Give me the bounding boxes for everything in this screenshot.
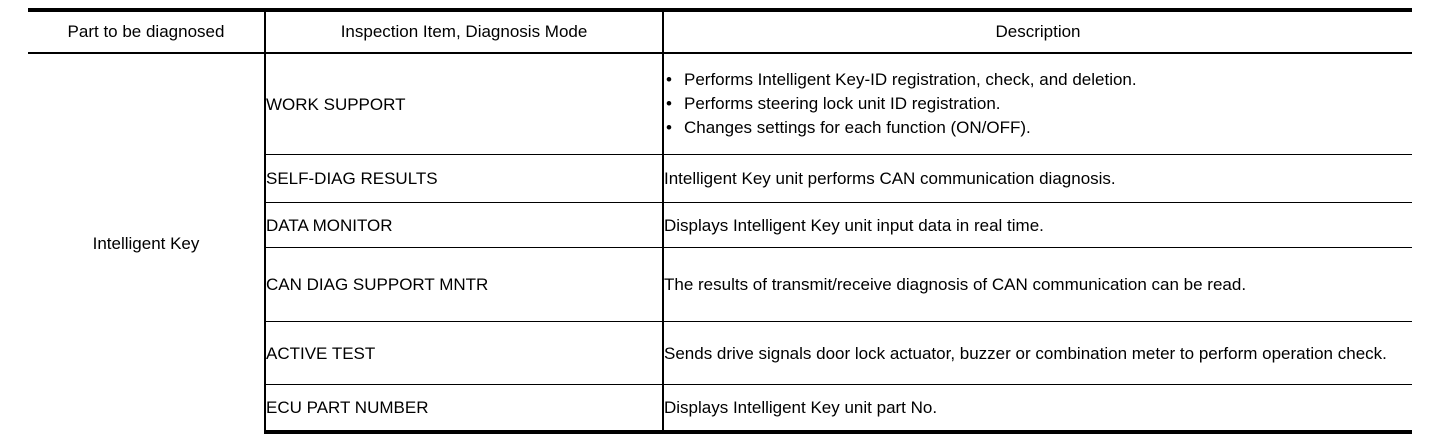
mode-cell-active-test: ACTIVE TEST	[264, 321, 664, 385]
table-row: CAN DIAG SUPPORT MNTR The results of tra…	[28, 247, 1412, 322]
diagnosis-mode-table: Part to be diagnosed Inspection Item, Di…	[28, 8, 1412, 434]
bullet-point-icon: •	[666, 70, 672, 89]
table-row: ECU PART NUMBER Displays Intelligent Key…	[28, 384, 1412, 434]
list-item: • Performs Intelligent Key-ID registrati…	[664, 68, 1412, 92]
bullet-point-icon: •	[666, 94, 672, 113]
description-bullet-list: • Performs Intelligent Key-ID registrati…	[664, 68, 1412, 140]
table-row: ACTIVE TEST Sends drive signals door loc…	[28, 321, 1412, 385]
column-header-description: Description	[663, 8, 1412, 54]
list-item: • Changes settings for each function (ON…	[664, 116, 1412, 140]
bullet-point-icon: •	[666, 118, 672, 137]
mode-cell-ecu-part-number: ECU PART NUMBER	[264, 384, 664, 434]
table-row: SELF-DIAG RESULTS Intelligent Key unit p…	[28, 154, 1412, 203]
description-cell-self-diag-results: Intelligent Key unit performs CAN commun…	[663, 154, 1412, 203]
description-cell-active-test: Sends drive signals door lock actuator, …	[663, 321, 1412, 385]
column-header-mode: Inspection Item, Diagnosis Mode	[265, 8, 663, 54]
bullet-text: Changes settings for each function (ON/O…	[684, 118, 1031, 137]
table-row: Intelligent Key WORK SUPPORT • Performs …	[28, 53, 1412, 253]
mode-cell-can-diag-support-mntr: CAN DIAG SUPPORT MNTR	[264, 247, 664, 322]
mode-cell-data-monitor: DATA MONITOR	[264, 202, 664, 248]
list-item: • Performs steering lock unit ID registr…	[664, 92, 1412, 116]
description-cell-ecu-part-number: Displays Intelligent Key unit part No.	[663, 384, 1412, 434]
table-body: Intelligent Key WORK SUPPORT • Performs …	[28, 53, 1412, 434]
part-label-cell: Intelligent Key	[92, 233, 200, 253]
table-row: DATA MONITOR Displays Intelligent Key un…	[28, 202, 1412, 248]
table-header-row: Part to be diagnosed Inspection Item, Di…	[28, 8, 1412, 54]
mode-cell-self-diag-results: SELF-DIAG RESULTS	[264, 154, 664, 203]
bullet-text: Performs Intelligent Key-ID registration…	[684, 70, 1137, 89]
description-cell-can-diag-support-mntr: The results of transmit/receive diagnosi…	[663, 247, 1412, 322]
description-cell-work-support: • Performs Intelligent Key-ID registrati…	[663, 53, 1412, 155]
bullet-text: Performs steering lock unit ID registrat…	[684, 94, 1001, 113]
mode-cell-work-support: WORK SUPPORT	[264, 53, 664, 155]
description-cell-data-monitor: Displays Intelligent Key unit input data…	[663, 202, 1412, 248]
column-header-part: Part to be diagnosed	[28, 8, 265, 54]
